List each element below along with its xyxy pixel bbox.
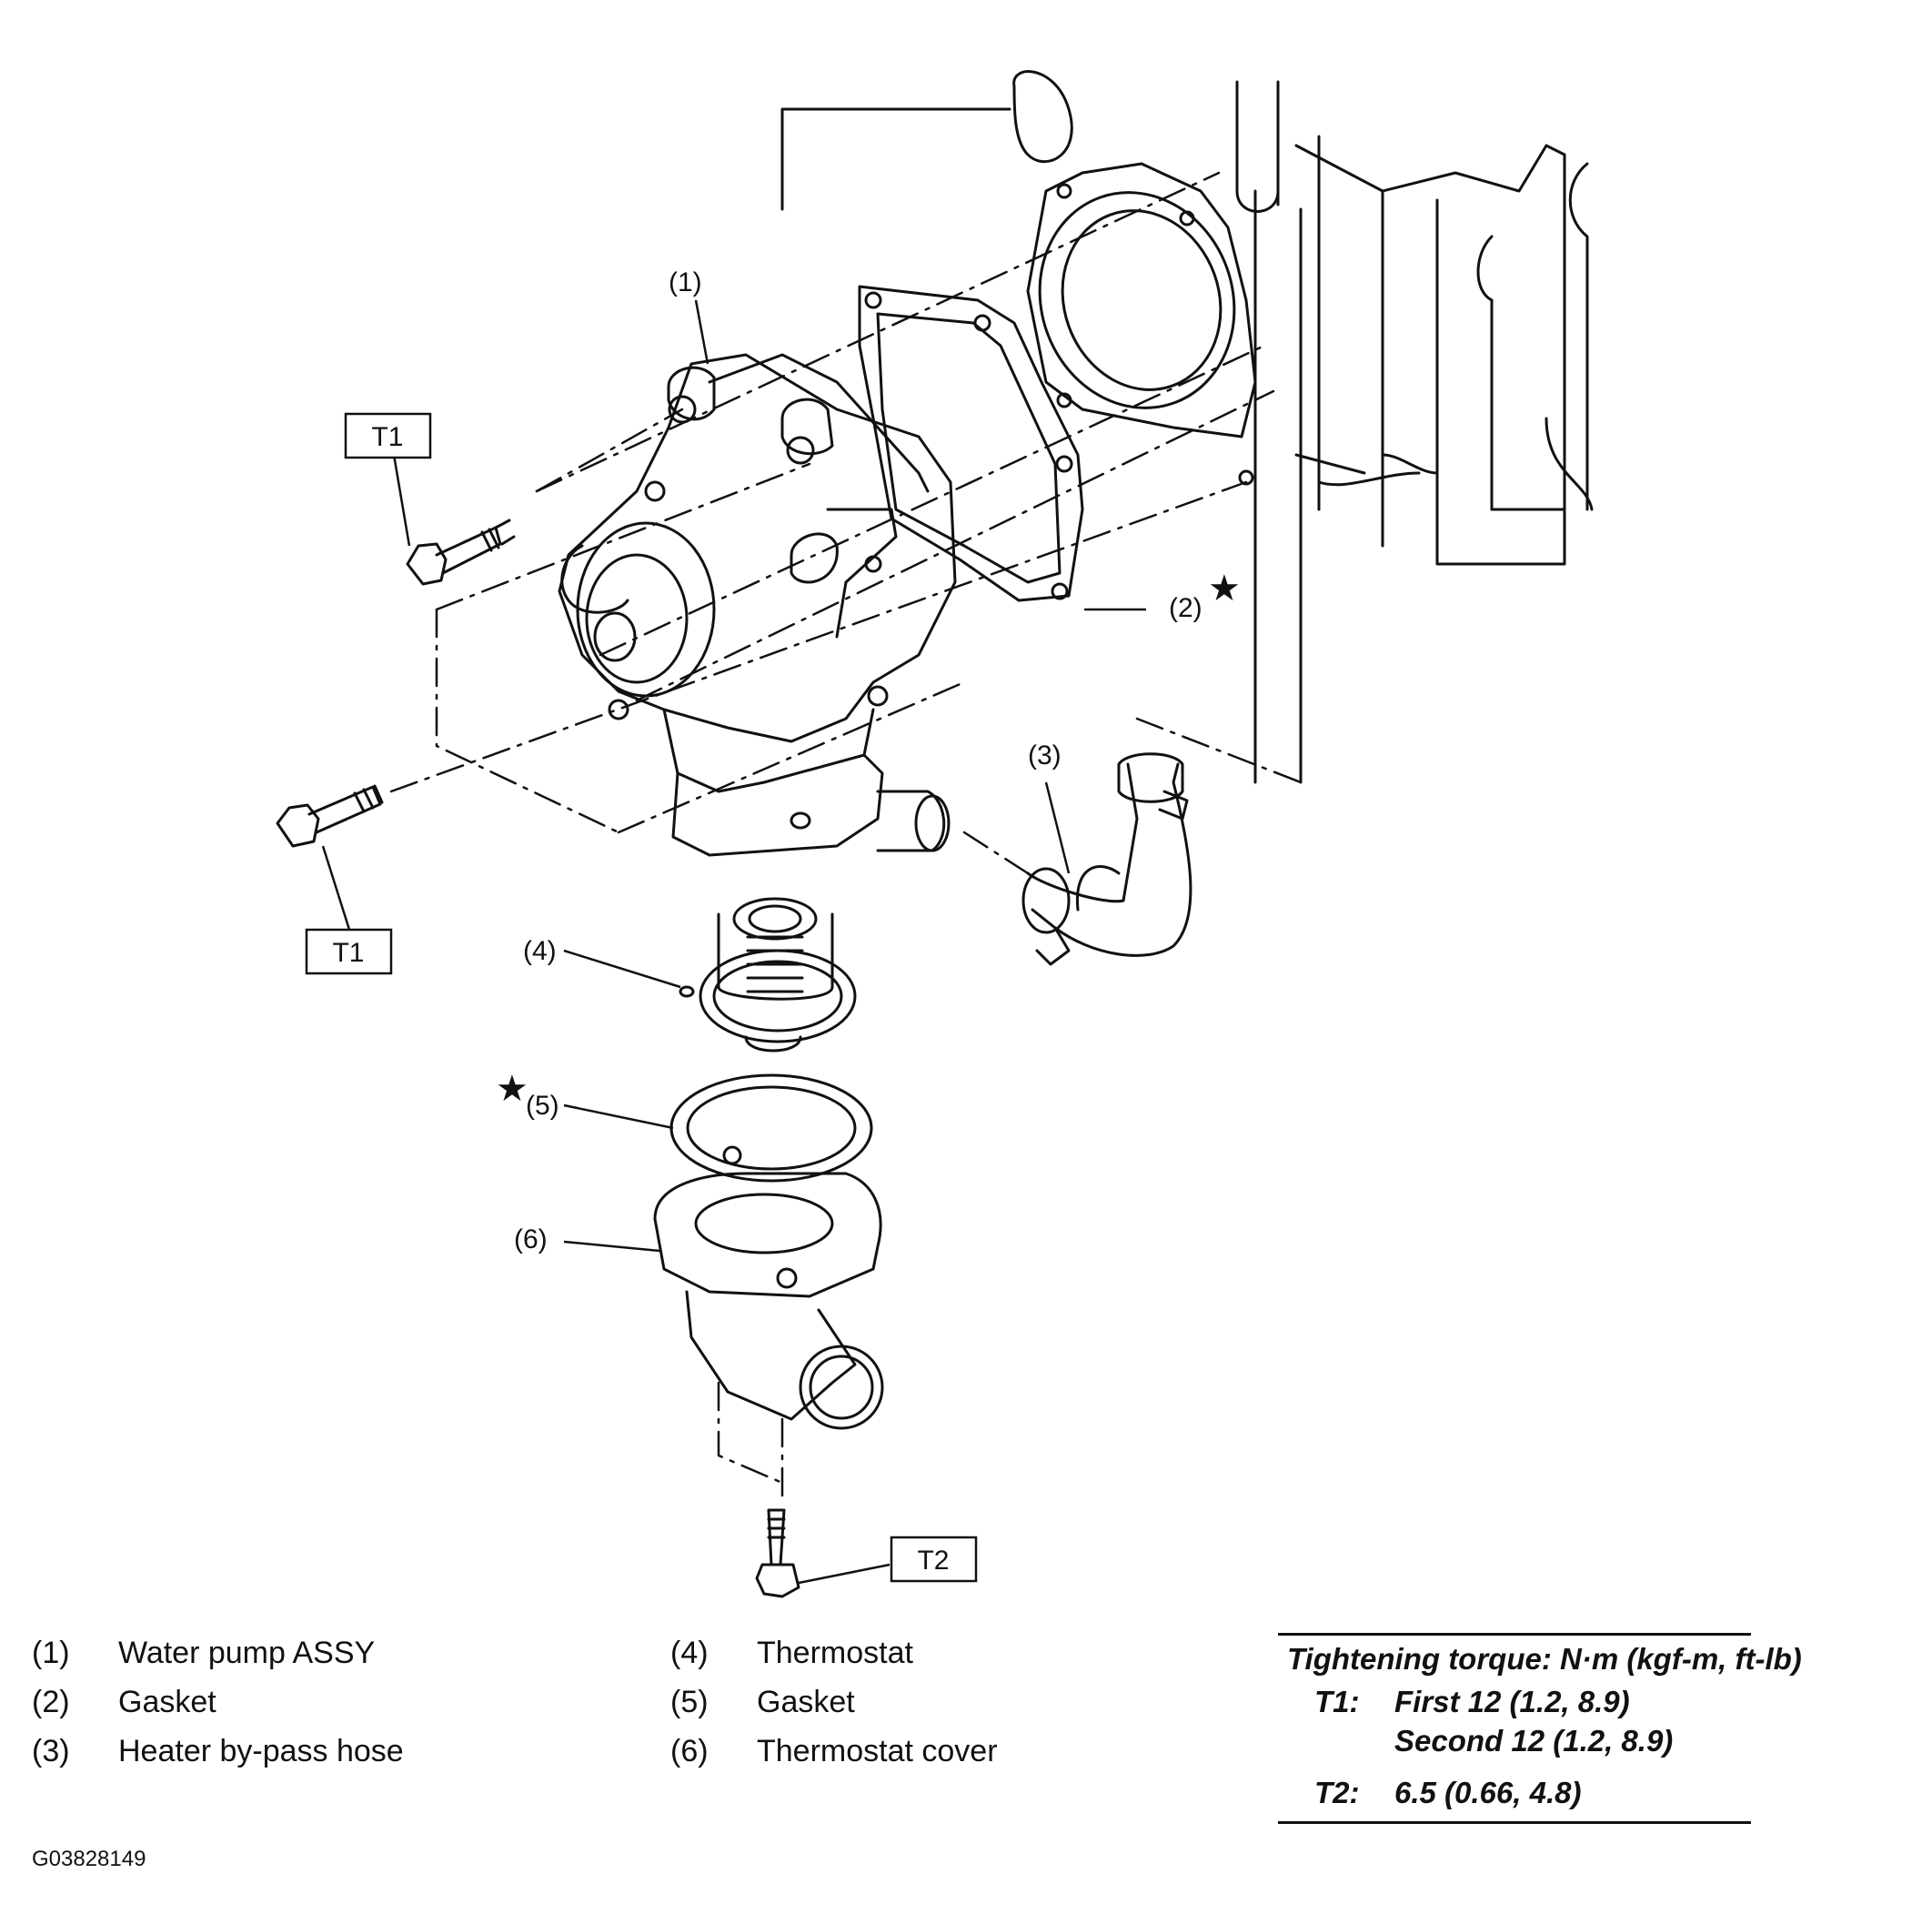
engine-block (780, 70, 1594, 784)
torque-top-rule (1278, 1633, 1751, 1636)
torque-t2-value: 6.5 (0.66, 4.8) (1394, 1776, 1582, 1809)
assembly-lines (389, 171, 1303, 1503)
star-icon-gasket-2: ★ (1208, 568, 1241, 609)
torque-t2-label: T2: (1314, 1776, 1360, 1809)
callout-2: (2) (1169, 593, 1202, 623)
bolt-lower (276, 784, 384, 848)
callout-4: (4) (523, 936, 557, 966)
callout-3: (3) (1028, 740, 1062, 771)
torque-spec-panel: Tightening torque: N·m (kgf-m, ft-lb) T1… (1278, 1633, 1802, 1824)
torque-tag-t2: T2 (917, 1546, 949, 1576)
figure-code: G03828149 (32, 1847, 146, 1871)
callout-5: (5) (526, 1091, 559, 1121)
thermostat-cover (653, 1172, 884, 1430)
torque-t1-first: First 12 (1.2, 8.9) (1394, 1685, 1630, 1718)
torque-tag-t1-lower: T1 (332, 938, 364, 968)
thermostat-gasket (669, 1073, 873, 1183)
bolt-thermostat-cover (755, 1508, 800, 1598)
water-pump-assy (558, 353, 957, 857)
torque-bottom-rule (1278, 1821, 1751, 1824)
callout-1: (1) (669, 267, 702, 297)
torque-heading: Tightening torque: N·m (kgf-m, ft-lb) (1287, 1642, 1802, 1676)
callout-6: (6) (514, 1224, 548, 1254)
torque-t1-label: T1: (1314, 1685, 1360, 1718)
exploded-parts-diagram: (1) (2) (3) (4) (5) (6) ★ ★ T1 T1 T2 (276, 70, 1594, 1598)
heater-bypass-hose (1021, 752, 1192, 966)
block-side-gasket (1026, 162, 1257, 486)
torque-tag-t1-upper: T1 (371, 422, 403, 452)
bolt-upper (406, 519, 516, 586)
torque-t1-second: Second 12 (1.2, 8.9) (1394, 1724, 1674, 1758)
star-icon-gasket-5: ★ (496, 1068, 528, 1110)
pump-gasket (858, 285, 1084, 602)
thermostat (679, 897, 857, 1053)
